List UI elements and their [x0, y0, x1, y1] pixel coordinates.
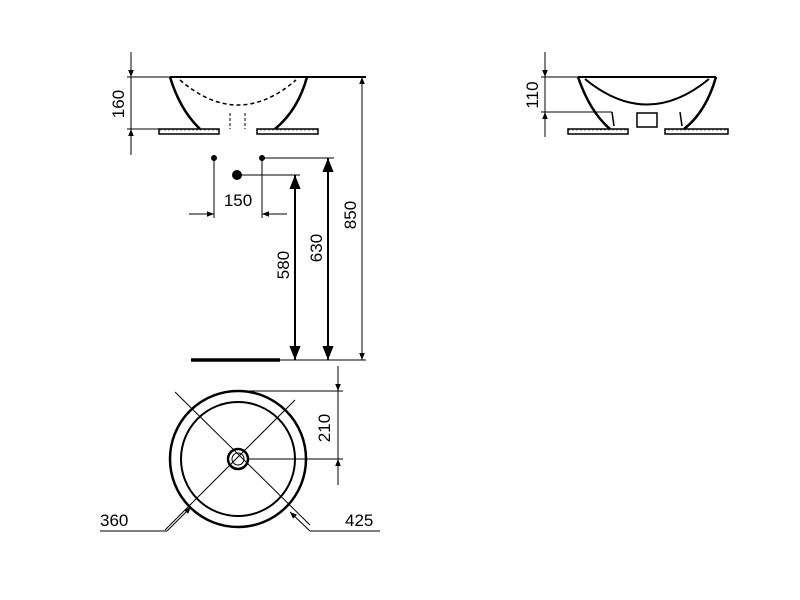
- dim-top-height: 850: [341, 201, 360, 229]
- side-view: [541, 52, 729, 137]
- dim-tap-height: 630: [307, 234, 326, 262]
- dim-waste-height: 580: [274, 251, 293, 279]
- basin-inner-hidden: [179, 79, 297, 106]
- dim-basin-height: 160: [109, 90, 128, 118]
- dim-inner-diameter: 360: [100, 511, 128, 530]
- countertop-left: [158, 128, 220, 135]
- countertop-right: [256, 128, 319, 135]
- dim-outer-diameter: 425: [345, 511, 373, 530]
- dim-bowl-depth: 110: [523, 81, 542, 108]
- basin-left-edge: [168, 76, 201, 130]
- drain: [226, 447, 250, 471]
- front-view: [127, 52, 366, 362]
- basin-right-edge: [274, 76, 309, 130]
- dim-drain-offset: 210: [315, 414, 334, 442]
- dim-tap-spacing: 150: [224, 191, 252, 210]
- top-view: [100, 366, 380, 532]
